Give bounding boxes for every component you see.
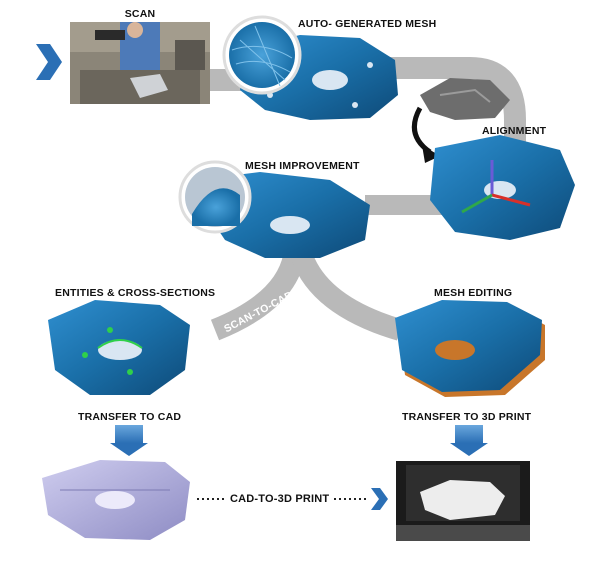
xyz-axes-icon bbox=[461, 160, 531, 214]
label-auto-mesh: AUTO- GENERATED MESH bbox=[298, 18, 437, 30]
label-alignment: ALIGNMENT bbox=[482, 125, 547, 137]
down-arrow-icon bbox=[110, 425, 148, 456]
chevron-right-icon bbox=[371, 488, 388, 510]
mesh-editing-part bbox=[395, 300, 545, 397]
mesh-magnifier bbox=[222, 15, 302, 95]
label-mesh-editing: MESH EDITING bbox=[434, 287, 513, 299]
cad-model bbox=[42, 460, 190, 540]
down-arrow-icon bbox=[450, 425, 488, 456]
label-scan: SCAN bbox=[124, 8, 156, 20]
curved-arrow-icon bbox=[411, 106, 440, 163]
label-transfer-print: TRANSFER TO 3D PRINT bbox=[402, 411, 532, 423]
scan-photo bbox=[70, 22, 210, 104]
improvement-magnifier bbox=[178, 160, 252, 234]
chevron-right-icon bbox=[36, 44, 62, 80]
label-mesh-improvement: MESH IMPROVEMENT bbox=[245, 160, 360, 172]
label-transfer-cad: TRANSFER TO CAD bbox=[78, 411, 182, 423]
entities-part bbox=[48, 300, 190, 395]
label-cad-to-print: CAD-TO-3D PRINT bbox=[230, 493, 330, 505]
alignment-part bbox=[430, 135, 575, 240]
printer-photo bbox=[396, 461, 530, 541]
raw-scan-part bbox=[420, 78, 510, 120]
label-entities: ENTITIES & CROSS-SECTIONS bbox=[55, 287, 216, 299]
